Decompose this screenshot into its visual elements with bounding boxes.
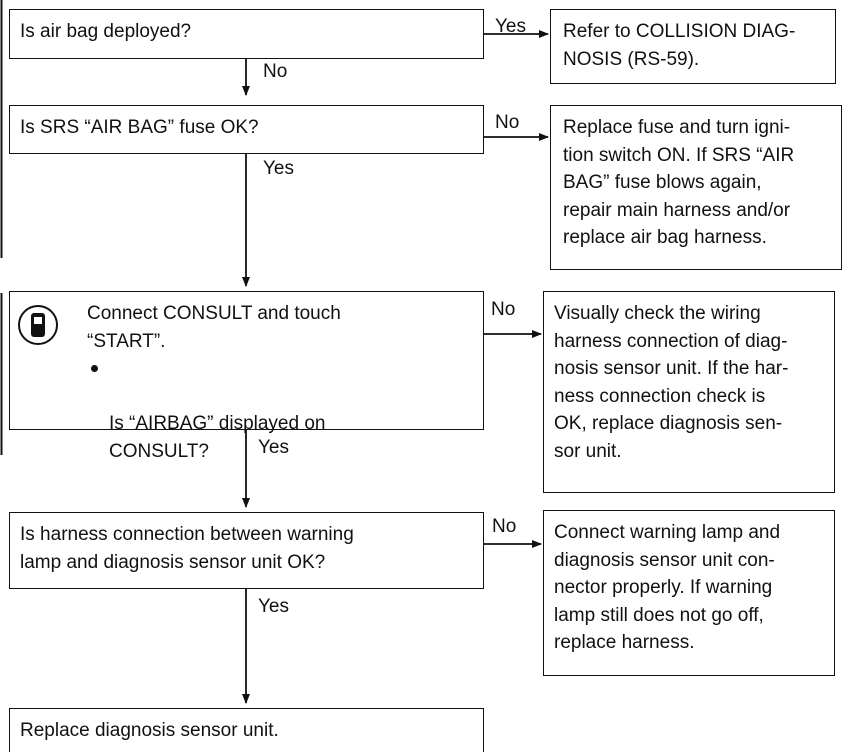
terminal-box-replace-sensor: Replace diagnosis sensor unit. (9, 708, 484, 752)
bullet-dot (91, 365, 98, 372)
action-box-connect-lamp: Connect warning lamp and diagnosis senso… (543, 510, 835, 676)
branch-label-yes: Yes (258, 437, 289, 458)
decision-bullet: Is “AIRBAG” displayed on CONSULT? (87, 355, 325, 465)
consult-tester-icon (18, 305, 58, 345)
decision-box-harness-connection: Is harness connection between warning la… (9, 512, 484, 589)
action-box-check-wiring: Visually check the wiring harness connec… (543, 291, 835, 493)
decision-bullet-text: Is “AIRBAG” displayed on CONSULT? (109, 413, 326, 462)
action-box-replace-fuse: Replace fuse and turn igni- tion switch … (550, 105, 842, 270)
action-text: Replace fuse and turn igni- tion switch … (563, 117, 795, 248)
action-text: Refer to COLLISION DIAG- NOSIS (RS-59). (563, 21, 796, 70)
decision-box-airbag-deployed: Is air bag deployed? (9, 9, 484, 59)
decision-text: Is harness connection between warning la… (20, 524, 354, 573)
branch-label-no: No (491, 299, 516, 320)
consult-tester-body (31, 313, 45, 337)
branch-label-no: No (495, 112, 520, 133)
action-text: Visually check the wiring harness connec… (554, 303, 789, 462)
consult-tester-screen (34, 317, 42, 324)
action-box-collision-diagnosis: Refer to COLLISION DIAG- NOSIS (RS-59). (550, 9, 836, 84)
branch-label-no: No (492, 516, 517, 537)
action-text: Connect warning lamp and diagnosis senso… (554, 522, 781, 653)
branch-label-yes: Yes (495, 16, 526, 37)
decision-text: Is SRS “AIR BAG” fuse OK? (20, 117, 259, 138)
decision-text: Connect CONSULT and touch “START”. (87, 303, 341, 352)
branch-label-no: No (263, 61, 288, 82)
branch-label-yes: Yes (258, 596, 289, 617)
decision-box-consult-check: Connect CONSULT and touch “START”. Is “A… (9, 291, 484, 462)
terminal-text: Replace diagnosis sensor unit. (20, 720, 279, 741)
decision-text: Is air bag deployed? (20, 21, 192, 42)
branch-label-yes: Yes (263, 158, 294, 179)
decision-box-fuse-ok: Is SRS “AIR BAG” fuse OK? (9, 105, 484, 154)
